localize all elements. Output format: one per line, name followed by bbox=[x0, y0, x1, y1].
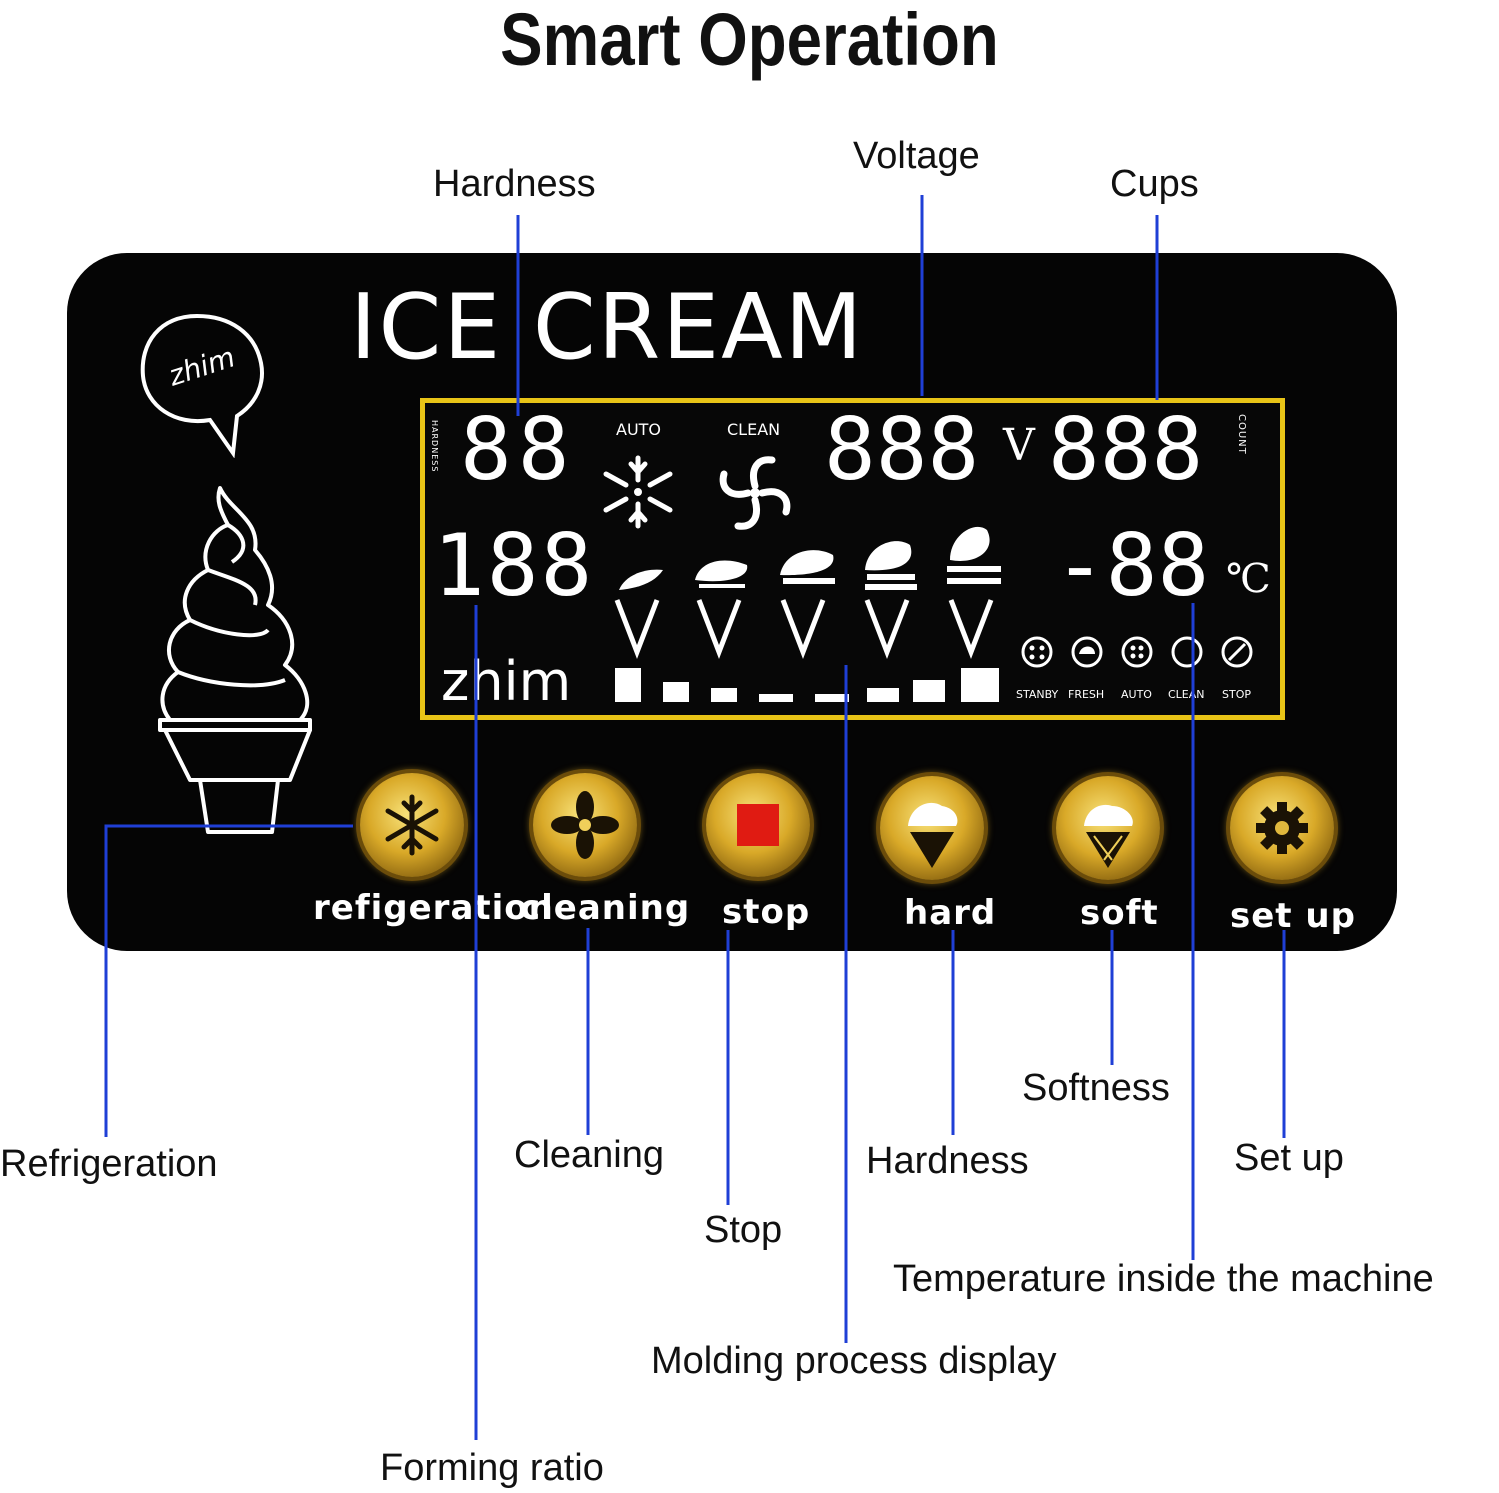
voltage-digits: 888 bbox=[824, 400, 980, 500]
callout-cups: Cups bbox=[1110, 163, 1199, 205]
temperature-unit: ℃ bbox=[1226, 556, 1271, 602]
count-side-label: COUNT bbox=[1236, 414, 1247, 455]
callout-softness: Softness bbox=[1022, 1067, 1170, 1109]
hard-button-label: hard bbox=[904, 893, 997, 933]
callout-stop: Stop bbox=[704, 1209, 783, 1251]
callout-forming-ratio: Forming ratio bbox=[380, 1447, 604, 1489]
soft-button-label: soft bbox=[1080, 893, 1159, 933]
setup-button[interactable] bbox=[1230, 776, 1334, 880]
refrigeration-button[interactable] bbox=[360, 773, 464, 877]
brand-title: ICE CREAM bbox=[350, 275, 865, 380]
callout-voltage: Voltage bbox=[853, 135, 980, 177]
stop-button[interactable] bbox=[706, 773, 810, 877]
soft-button[interactable] bbox=[1056, 776, 1160, 880]
hard-button[interactable] bbox=[880, 776, 984, 880]
lcd-logo: zhim bbox=[441, 650, 572, 713]
callout-cleaning: Cleaning bbox=[514, 1134, 664, 1176]
temperature-digits: -88 bbox=[1054, 516, 1210, 616]
molding-cones-icon bbox=[614, 526, 1001, 702]
cleaning-button[interactable] bbox=[533, 773, 637, 877]
forming-ratio-digits: 188 bbox=[433, 516, 595, 616]
fan-icon bbox=[551, 791, 619, 859]
gear-icon bbox=[1256, 802, 1308, 854]
refrigeration-button-label: refigeration bbox=[313, 888, 554, 928]
status-label-stop: STOP bbox=[1222, 688, 1251, 701]
callout-temperature: Temperature inside the machine bbox=[893, 1258, 1434, 1300]
status-label-fresh: FRESH bbox=[1068, 688, 1105, 701]
status-label-standby: STANBY bbox=[1016, 688, 1059, 701]
callout-molding: Molding process display bbox=[651, 1340, 1057, 1382]
soft-cone-icon bbox=[1084, 804, 1133, 868]
setup-button-label: set up bbox=[1230, 896, 1356, 936]
logo-bubble-icon bbox=[140, 313, 264, 458]
status-icons bbox=[1021, 636, 1253, 668]
stop-button-label: stop bbox=[722, 892, 811, 932]
hardness-side-label: HARDNESS bbox=[430, 420, 439, 473]
status-label-clean: CLEAN bbox=[1168, 688, 1205, 701]
page-title: Smart Operation bbox=[500, 0, 999, 81]
cleaning-button-label: cleaning bbox=[520, 888, 691, 928]
cups-digits: 888 bbox=[1048, 400, 1204, 500]
voltage-unit: V bbox=[1003, 420, 1035, 471]
clean-label: CLEAN bbox=[727, 420, 781, 439]
status-label-auto: AUTO bbox=[1121, 688, 1152, 701]
fan-icon bbox=[719, 456, 791, 530]
ice-cream-cone-icon bbox=[158, 486, 312, 834]
stop-square-icon bbox=[737, 804, 779, 846]
callout-set-up: Set up bbox=[1234, 1137, 1344, 1179]
callout-hardness-bottom: Hardness bbox=[866, 1140, 1029, 1182]
hard-cone-icon bbox=[908, 802, 958, 868]
snowflake-icon bbox=[603, 455, 673, 529]
callout-hardness-top: Hardness bbox=[433, 163, 596, 205]
hardness-digits: 88 bbox=[460, 400, 576, 500]
snowflake-icon bbox=[385, 794, 439, 856]
callout-refrigeration: Refrigeration bbox=[0, 1143, 218, 1185]
auto-label: AUTO bbox=[616, 420, 662, 439]
